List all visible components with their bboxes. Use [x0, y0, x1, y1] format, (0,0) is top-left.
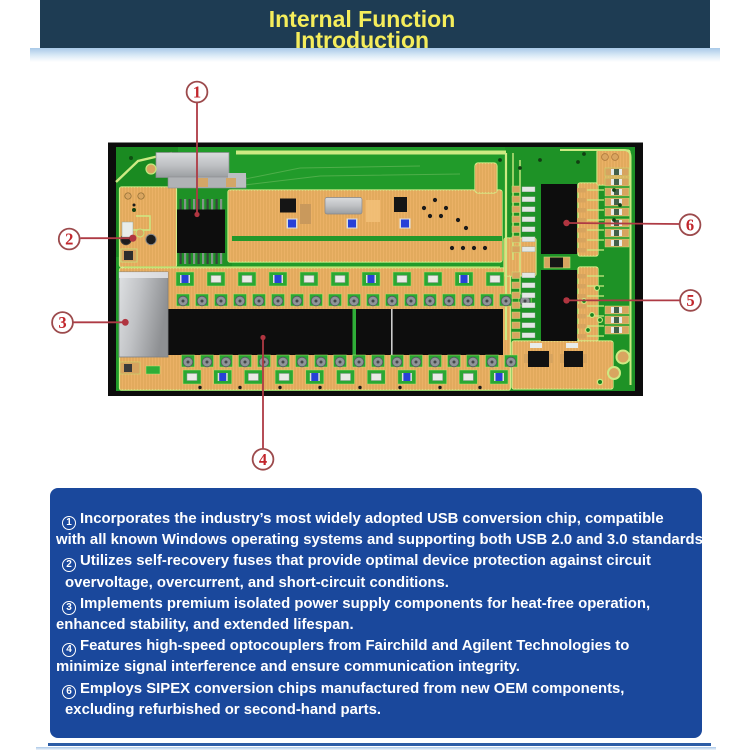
svg-text:5: 5: [686, 291, 694, 310]
svg-text:2: 2: [65, 230, 73, 249]
svg-text:6: 6: [686, 215, 694, 234]
svg-text:1: 1: [193, 83, 201, 102]
svg-text:4: 4: [259, 450, 267, 469]
svg-text:3: 3: [58, 313, 66, 332]
